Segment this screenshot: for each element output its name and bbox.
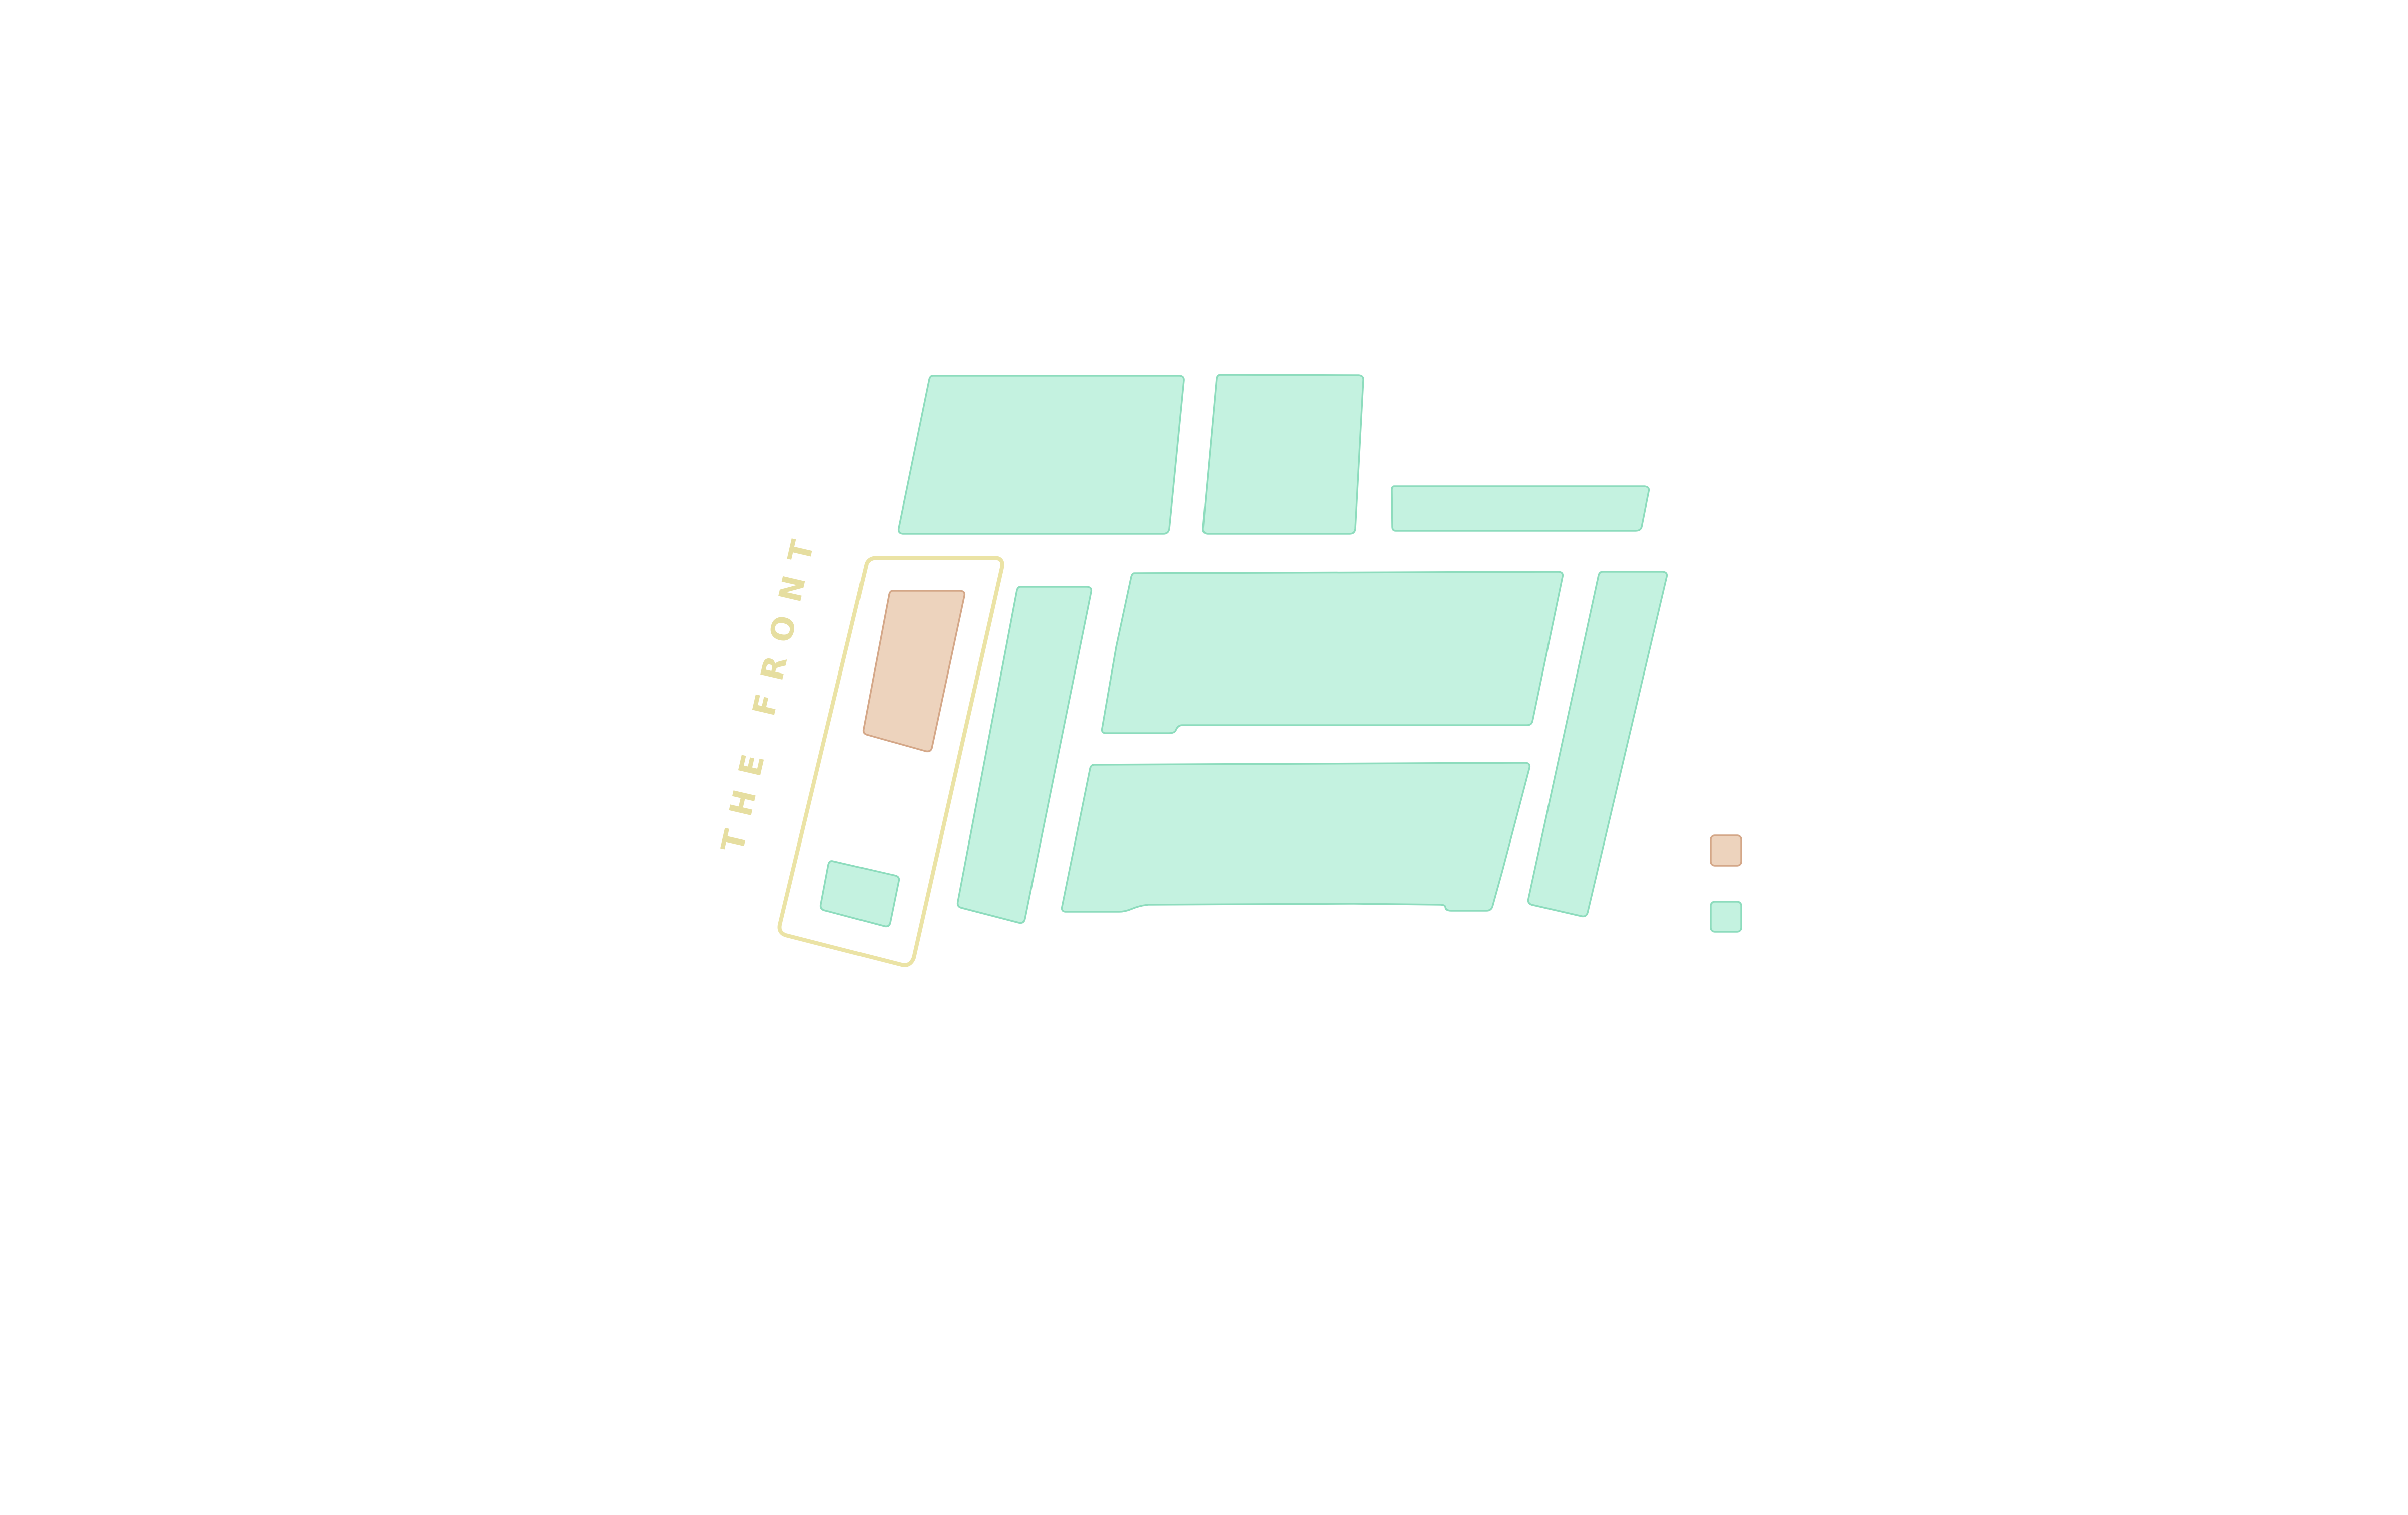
section-middle-upper[interactable] xyxy=(1101,571,1564,734)
section-left-strip[interactable] xyxy=(956,586,1093,924)
section-front-small[interactable] xyxy=(819,860,900,928)
legend-swatch-selected[interactable] xyxy=(1710,834,1742,867)
section-top-right[interactable] xyxy=(1391,485,1650,532)
stage-outline xyxy=(777,556,1004,967)
section-front-selected[interactable] xyxy=(862,590,966,753)
section-right-strip[interactable] xyxy=(1527,571,1668,918)
section-middle-lower[interactable] xyxy=(1061,762,1531,913)
section-top-left[interactable] xyxy=(897,375,1185,535)
sections xyxy=(819,374,1668,928)
section-top-center[interactable] xyxy=(1202,374,1364,535)
legend-swatch-available[interactable] xyxy=(1710,901,1742,933)
legend xyxy=(1710,834,1742,933)
